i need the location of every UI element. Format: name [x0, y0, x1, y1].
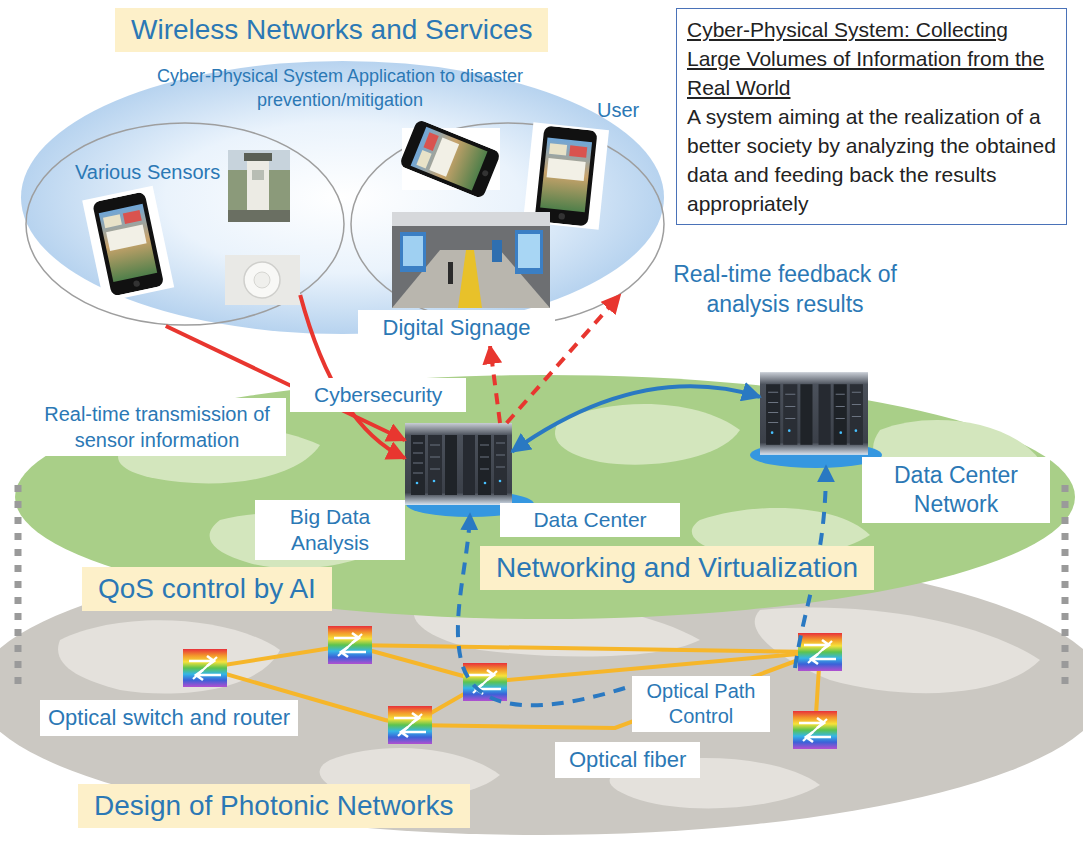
ellipse-shape [0, 545, 1083, 835]
flow-arrow [490, 346, 500, 423]
line-shape [15, 485, 22, 690]
info-title: Cyber-Physical System: Collecting Large … [687, 15, 1056, 102]
signage-label: Digital Signage [366, 315, 547, 341]
use-shape [328, 626, 372, 664]
use-shape [183, 649, 227, 687]
circle-shape [254, 272, 270, 288]
edge-label: Real-time transmission of sensor informa… [28, 398, 286, 456]
section-banner: Design of Photonic Networks [78, 784, 470, 828]
security-label: Cybersecurity [290, 378, 466, 412]
use-shape [463, 663, 507, 701]
use-shape [92, 191, 164, 296]
network-label: Data Center Network [862, 457, 1050, 523]
rect-shape [225, 255, 300, 305]
use-shape [399, 119, 501, 199]
section-banner: Networking and Virtualization [480, 546, 874, 590]
use-shape [534, 125, 597, 226]
banner-title: Networking and Virtualization [496, 551, 858, 585]
banner-title: QoS control by AI [98, 572, 316, 606]
section-banner: QoS control by AI [82, 567, 332, 611]
use-shape [793, 711, 837, 749]
line-shape [1062, 485, 1069, 690]
rect-shape [252, 170, 264, 180]
analysis-label: Big Data Analysis [255, 500, 405, 560]
path-shape [58, 620, 280, 693]
rect-shape [400, 232, 426, 272]
info-body: A system aiming at the realization of a … [687, 102, 1056, 218]
path-shape [458, 514, 625, 705]
edge-label: Real-time feedback of analysis results [640, 256, 930, 322]
group-title: User [597, 98, 639, 122]
signage-box: Digital Signage [358, 310, 555, 346]
info-box: Cyber-Physical System: Collecting Large … [676, 8, 1067, 225]
banner-title: Wireless Networks and Services [131, 13, 532, 47]
flow-arrow [300, 295, 405, 458]
region-caption: Cyber-Physical System Application to dis… [150, 64, 530, 112]
rect-shape [518, 234, 540, 268]
banner-title: Design of Photonic Networks [94, 789, 454, 823]
section-banner: Wireless Networks and Services [115, 8, 548, 52]
group-circle-outline [26, 123, 344, 325]
group-title: Various Sensors [75, 160, 220, 184]
rect-shape [492, 240, 502, 262]
rect-shape [448, 262, 453, 284]
flow-arrow [512, 386, 760, 451]
rect-shape [228, 210, 290, 222]
path-shape [555, 404, 740, 465]
data-center-label: Data Center [500, 503, 680, 537]
use-shape [798, 633, 842, 671]
use-shape [405, 423, 512, 505]
region-ellipse-outline [21, 61, 664, 334]
circle-shape [244, 262, 280, 298]
rect-shape [247, 156, 269, 210]
part-label: Optical Path Control [632, 676, 770, 732]
rect-shape [82, 186, 174, 303]
rect-shape [392, 212, 550, 308]
polygon-shape [458, 250, 482, 308]
g-shape [82, 186, 174, 303]
rect-shape [403, 236, 423, 266]
rect-shape [244, 153, 272, 161]
path-shape [350, 645, 820, 652]
rect-shape [515, 230, 543, 274]
use-shape [388, 706, 432, 744]
path-shape [795, 466, 826, 668]
use-shape [760, 372, 868, 455]
ellipse-shape [15, 375, 1075, 619]
rect-shape [392, 212, 550, 226]
part-label: Optical fiber [555, 742, 700, 778]
part-label: Optical switch and router [40, 700, 298, 736]
rect-shape [228, 150, 290, 222]
group-circle-outline [351, 123, 664, 325]
g-shape [399, 119, 501, 199]
